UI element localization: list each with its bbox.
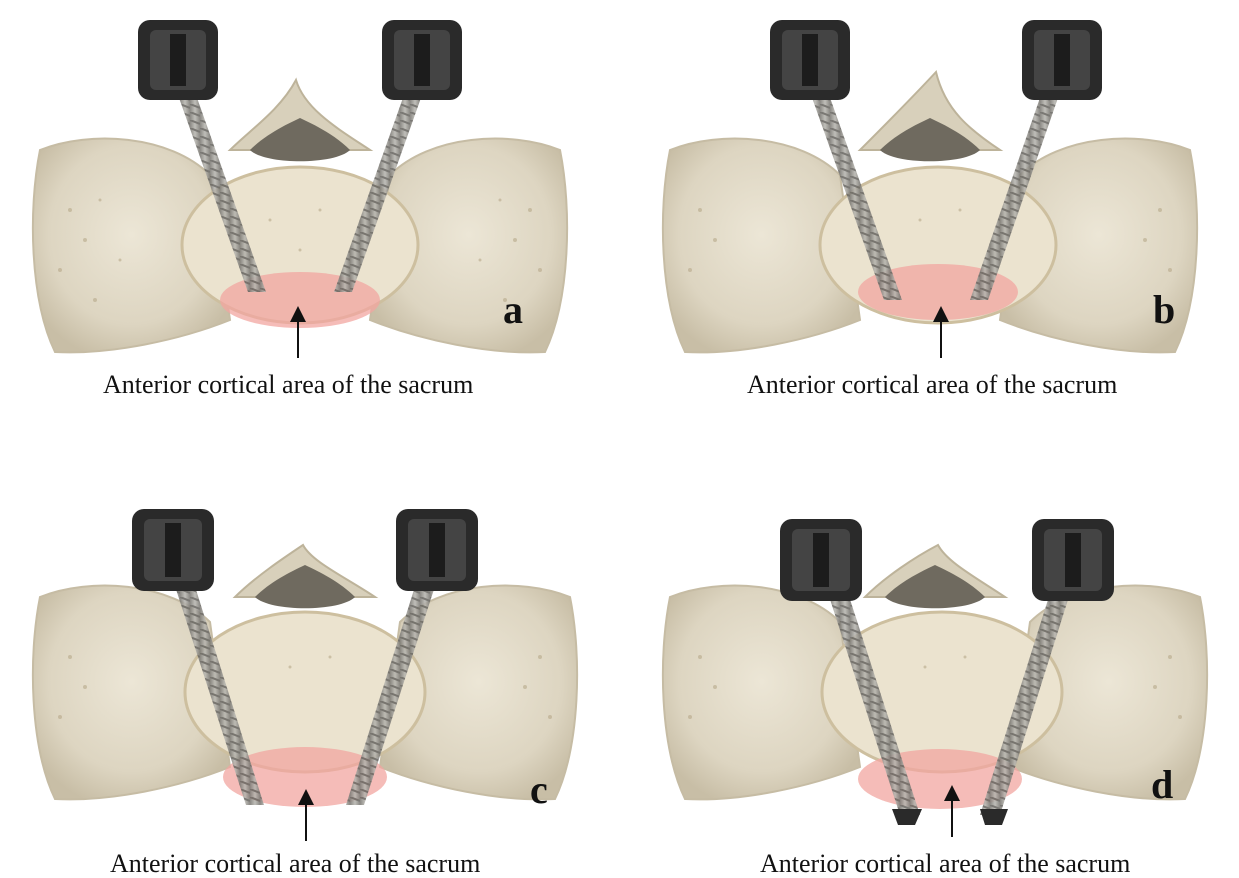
panel-caption: Anterior cortical area of the sacrum <box>747 372 1117 398</box>
panel-caption: Anterior cortical area of the sacrum <box>110 851 480 877</box>
panel-a: a Anterior cortical area of the sacrum <box>0 0 620 437</box>
panel-c: c Anterior cortical area of the sacrum <box>0 437 620 874</box>
sacrum-illustration <box>630 437 1239 875</box>
panel-letter: d <box>1151 765 1173 805</box>
panel-caption: Anterior cortical area of the sacrum <box>760 851 1130 877</box>
panel-b: b Anterior cortical area of the sacrum <box>630 0 1239 437</box>
panel-caption: Anterior cortical area of the sacrum <box>103 372 473 398</box>
panel-letter: a <box>503 290 523 330</box>
panel-d: d Anterior cortical area of the sacrum <box>630 437 1239 874</box>
panel-letter: c <box>530 770 548 810</box>
panel-letter: b <box>1153 290 1175 330</box>
sacrum-illustration <box>0 437 620 875</box>
